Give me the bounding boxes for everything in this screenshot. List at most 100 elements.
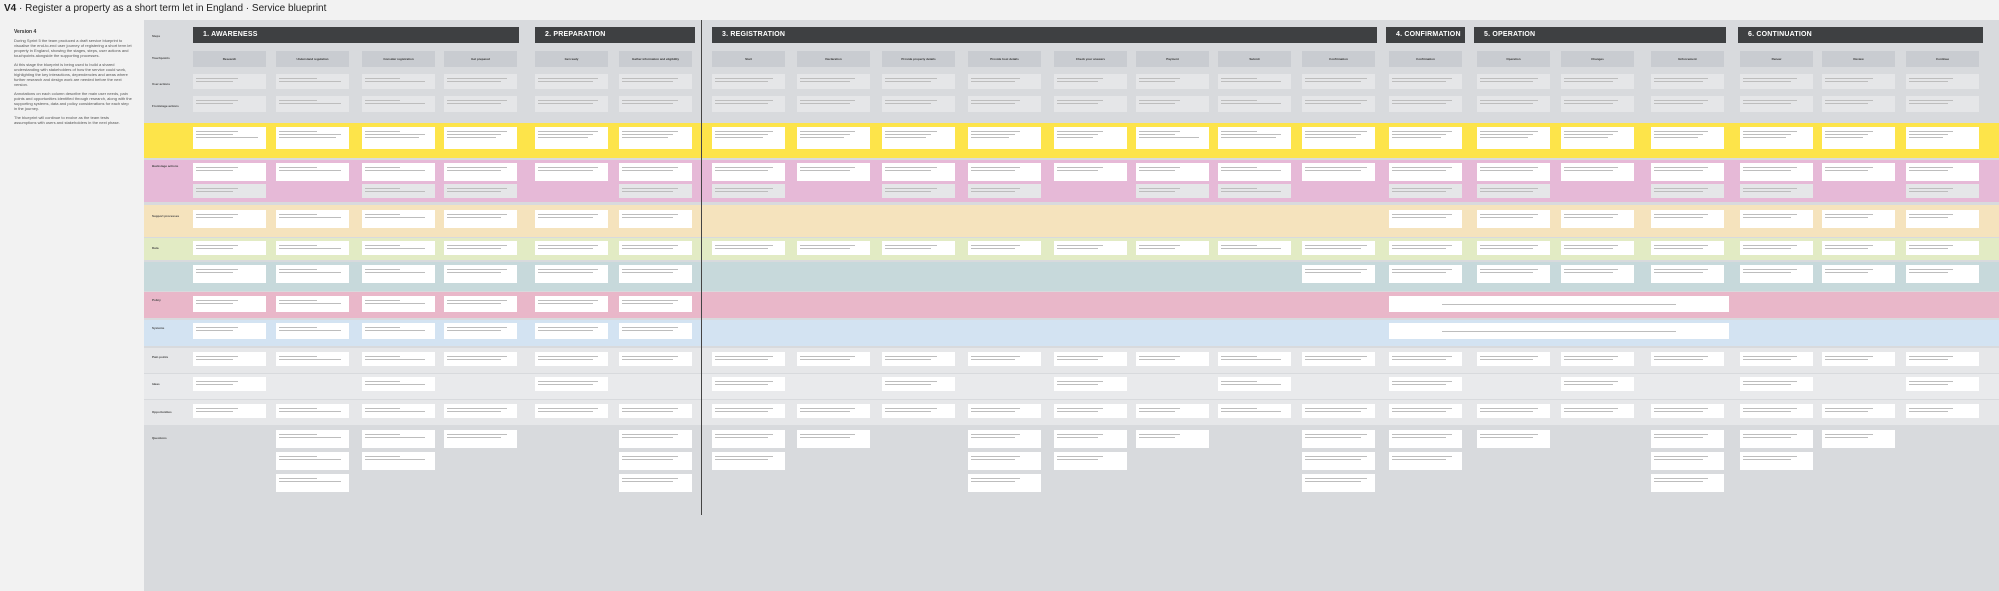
blueprint-card: [1136, 184, 1209, 198]
blueprint-card: [1302, 452, 1375, 470]
stage-operation: 5. OPERATION: [1474, 27, 1726, 43]
blueprint-card: [535, 296, 608, 312]
blueprint-card: [619, 404, 692, 418]
blueprint-card: [1561, 404, 1634, 418]
blueprint-card: [1740, 265, 1813, 283]
blueprint-card: [882, 163, 955, 181]
intro-paragraph: Annotations on each column describe the …: [14, 91, 132, 111]
blueprint-card: [1561, 377, 1634, 391]
blueprint-card: [1906, 377, 1979, 391]
blueprint-card: [276, 210, 349, 228]
blueprint-card: [619, 184, 692, 198]
blueprint-card: [535, 74, 608, 89]
blueprint-card: [1822, 430, 1895, 448]
blueprint-card: [444, 74, 517, 89]
blueprint-card: [1054, 430, 1127, 448]
blueprint-card: [1822, 96, 1895, 112]
blueprint-card: [1740, 127, 1813, 149]
blueprint-card: [1906, 184, 1979, 198]
blueprint-card: [362, 127, 435, 149]
row-label: Data: [152, 246, 159, 250]
intro-notes: Version 4 During Sprint 5 the team produ…: [14, 30, 132, 129]
blueprint-card: [1906, 74, 1979, 89]
blueprint-card: [968, 96, 1041, 112]
blueprint-card: [712, 74, 785, 89]
blueprint-card: [1054, 163, 1127, 181]
stage-confirmation: 4. CONFIRMATION: [1386, 27, 1465, 43]
blueprint-card: [1906, 265, 1979, 283]
blueprint-card: [1218, 96, 1291, 112]
blueprint-card: [1906, 241, 1979, 255]
blueprint-card: [1218, 404, 1291, 418]
blueprint-card: [1822, 74, 1895, 89]
blueprint-card: [1740, 352, 1813, 366]
blueprint-card: [444, 265, 517, 283]
blueprint-card: [193, 74, 266, 89]
blueprint-card: [444, 96, 517, 112]
blueprint-card: [193, 352, 266, 366]
blueprint-card: [1740, 74, 1813, 89]
stage-continuation: 6. CONTINUATION: [1738, 27, 1983, 43]
row-label: Touchpoints: [152, 56, 170, 60]
blueprint-card: [1302, 404, 1375, 418]
blueprint-card: [535, 377, 608, 391]
blueprint-card: [1054, 452, 1127, 470]
blueprint-card: [193, 377, 266, 391]
blueprint-card: [1136, 127, 1209, 149]
blueprint-card: [362, 323, 435, 339]
blueprint-card: [1302, 96, 1375, 112]
blueprint-card: [535, 352, 608, 366]
blueprint-card: [1389, 430, 1462, 448]
blueprint-card: [362, 163, 435, 181]
blueprint-card: [1651, 184, 1724, 198]
blueprint-card: [535, 163, 608, 181]
blueprint-card: [1302, 352, 1375, 366]
blueprint-card: [276, 323, 349, 339]
blueprint-card: [444, 184, 517, 198]
blueprint-card: [1561, 352, 1634, 366]
blueprint-card: [882, 241, 955, 255]
step-header: Gather information and eligibility: [619, 51, 692, 67]
step-header: Provide property details: [882, 51, 955, 67]
blueprint-card: [362, 74, 435, 89]
blueprint-card: [1389, 163, 1462, 181]
blueprint-card: [1389, 127, 1462, 149]
blueprint-card: [1302, 74, 1375, 89]
blueprint-card: [362, 210, 435, 228]
blueprint-card: [1389, 96, 1462, 112]
step-header: Renew: [1740, 51, 1813, 67]
row-label: Frontstage actions: [152, 104, 179, 108]
blueprint-card: [1651, 163, 1724, 181]
blueprint-card: [1477, 127, 1550, 149]
blueprint-card: [1740, 430, 1813, 448]
blueprint-card: [193, 96, 266, 112]
blueprint-card: [1561, 163, 1634, 181]
blueprint-card: [1389, 352, 1462, 366]
step-header: Confirmation: [1389, 51, 1462, 67]
blueprint-card: [362, 184, 435, 198]
blueprint-card: [1054, 74, 1127, 89]
blueprint-card: [193, 163, 266, 181]
step-header: Provide host details: [968, 51, 1041, 67]
blueprint-card: [276, 241, 349, 255]
blueprint-card: [1302, 241, 1375, 255]
blueprint-card: [1477, 404, 1550, 418]
blueprint-card: [1822, 241, 1895, 255]
blueprint-card: [276, 404, 349, 418]
step-header: Payment: [1136, 51, 1209, 67]
blueprint-card: [1218, 184, 1291, 198]
step-header: Understand regulation: [276, 51, 349, 67]
blueprint-card: [1561, 241, 1634, 255]
blueprint-card: [619, 323, 692, 339]
blueprint-card: [193, 296, 266, 312]
step-header: Start: [712, 51, 785, 67]
blueprint-card: [193, 127, 266, 149]
blueprint-card: [1651, 74, 1724, 89]
blueprint-card: [276, 96, 349, 112]
blueprint-card: [712, 184, 785, 198]
blueprint-card: [1218, 352, 1291, 366]
blueprint-card: [1389, 404, 1462, 418]
blueprint-card: [619, 265, 692, 283]
blueprint-card: [797, 127, 870, 149]
blueprint-card: [362, 452, 435, 470]
